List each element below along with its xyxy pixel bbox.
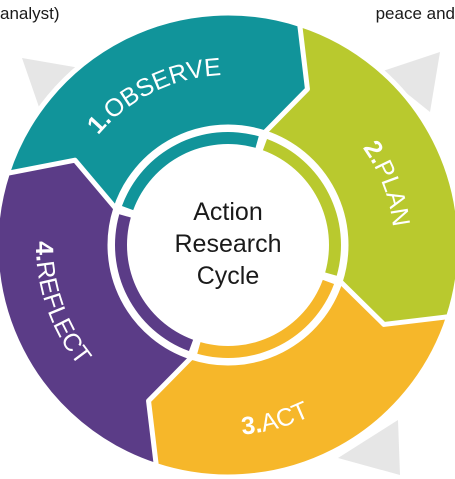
segment-reflect <box>0 157 195 469</box>
stage-number-reflect: 4. <box>30 241 59 263</box>
center-circle <box>132 149 324 341</box>
top-left-text-fragment: analyst) <box>0 4 60 23</box>
segment-observe <box>4 10 316 212</box>
center-title-line-3: Cycle <box>197 262 260 290</box>
background-arrow-right <box>380 52 440 112</box>
segment-act <box>140 278 452 479</box>
center-title-line-2: Research <box>175 230 282 258</box>
center-title-line-1: Action <box>193 198 262 226</box>
inner-ring-plan <box>262 138 342 276</box>
stage-number-act: 3. <box>240 410 264 440</box>
background-arrow-left <box>22 58 80 110</box>
background-arrow-bottom <box>338 420 400 475</box>
inner-ring-act <box>197 279 335 359</box>
top-right-text-fragment: peace and <box>375 4 455 23</box>
inner-ring-reflect <box>114 214 194 352</box>
segment-plan <box>261 21 455 333</box>
inner-ring-observe <box>121 131 259 211</box>
